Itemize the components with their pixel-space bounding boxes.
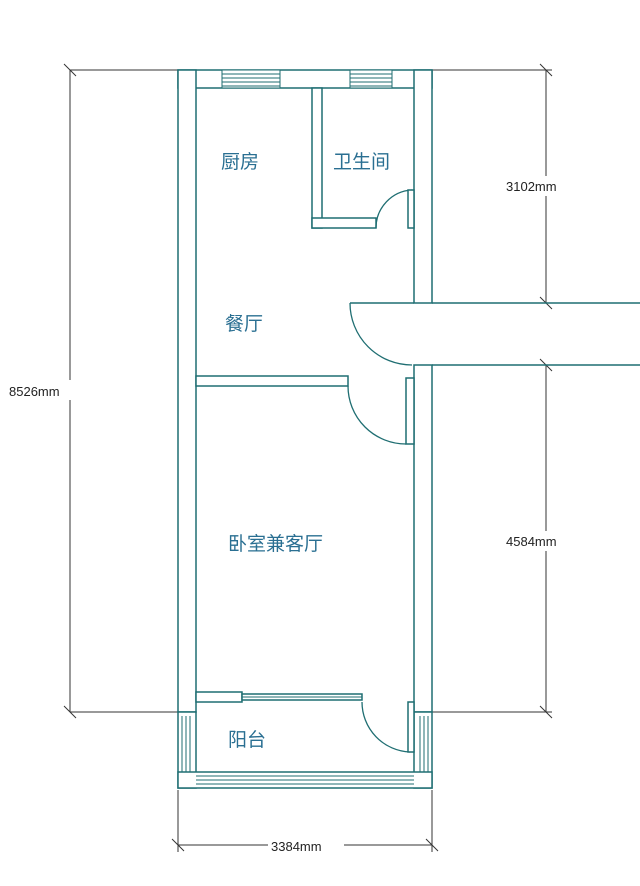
- kitchen-label: 厨房: [221, 151, 259, 173]
- dimension-total-height: 8526mm: [9, 384, 60, 399]
- outer-walls: [177, 69, 640, 713]
- kitchen-window: [221, 69, 281, 89]
- dining-label: 餐厅: [225, 313, 263, 335]
- dining-partition: [195, 302, 415, 445]
- bathroom-label: 卫生间: [333, 151, 390, 173]
- bedroom-living-label: 卧室兼客厅: [228, 533, 323, 555]
- dimension-upper-right: 3102mm: [506, 179, 557, 194]
- bathroom-window: [349, 69, 393, 89]
- dimension-lines: [63, 63, 553, 852]
- dimension-lower-right: 4584mm: [506, 534, 557, 549]
- balcony-label: 阳台: [228, 729, 266, 751]
- balcony: [177, 691, 433, 789]
- bathroom-walls: [311, 87, 415, 229]
- dimension-width: 3384mm: [271, 839, 322, 854]
